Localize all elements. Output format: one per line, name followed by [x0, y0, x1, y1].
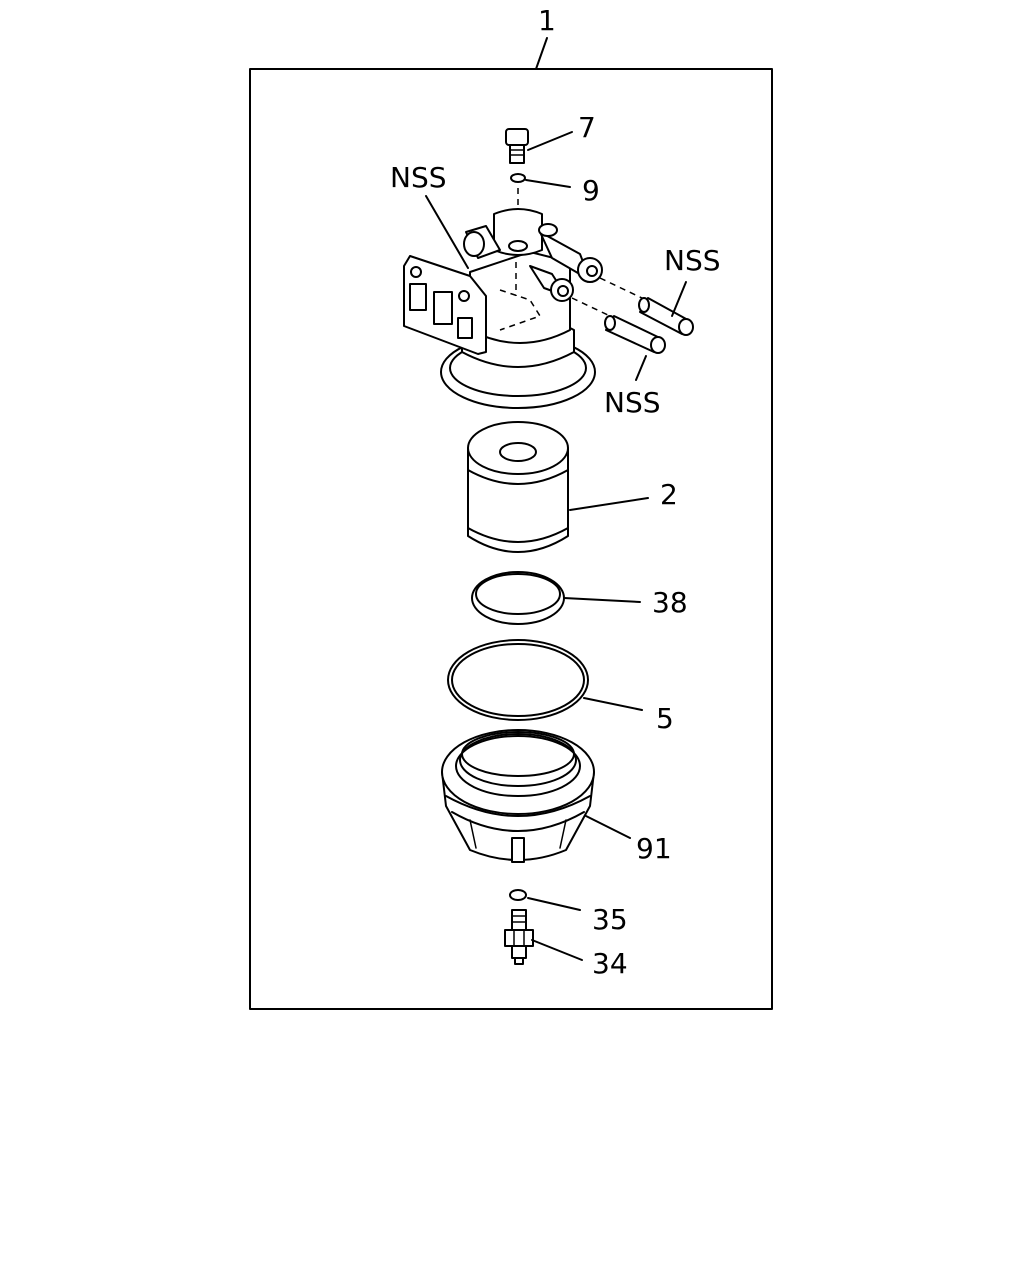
callout-label-bracket-nss: NSS — [390, 161, 447, 194]
callout-label-o-ring: 5 — [656, 702, 674, 735]
callout-label-pin-lower-nss: NSS — [604, 386, 661, 419]
ring-part — [471, 571, 641, 625]
drain-plug-part — [504, 909, 583, 965]
callout-label-drain-plug: 34 — [592, 947, 628, 980]
bowl-part — [441, 729, 631, 863]
callout-label-bolt: 7 — [578, 111, 596, 144]
washer-part — [510, 173, 571, 188]
bolt-part — [505, 128, 573, 164]
callout-label-bowl: 91 — [636, 832, 672, 865]
callout-label-element: 2 — [660, 478, 678, 511]
callout-label-assembly: 1 — [538, 4, 556, 37]
filter-head-part — [403, 195, 603, 409]
filter-element-part — [467, 421, 649, 553]
callout-label-ring: 38 — [652, 586, 688, 619]
callout-assembly: 1 — [535, 4, 556, 70]
callout-label-washer: 9 — [582, 174, 600, 207]
o-ring-part — [447, 639, 643, 721]
callout-label-seal: 35 — [592, 903, 628, 936]
lower-pin-part — [604, 315, 666, 381]
diagram-frame — [249, 68, 773, 1010]
upper-pin-part — [638, 281, 694, 336]
lower-pin-axis-line — [571, 297, 611, 317]
callout-label-pin-upper-nss: NSS — [664, 244, 721, 277]
upper-pin-axis-line — [599, 277, 647, 301]
seal-part — [509, 889, 581, 911]
